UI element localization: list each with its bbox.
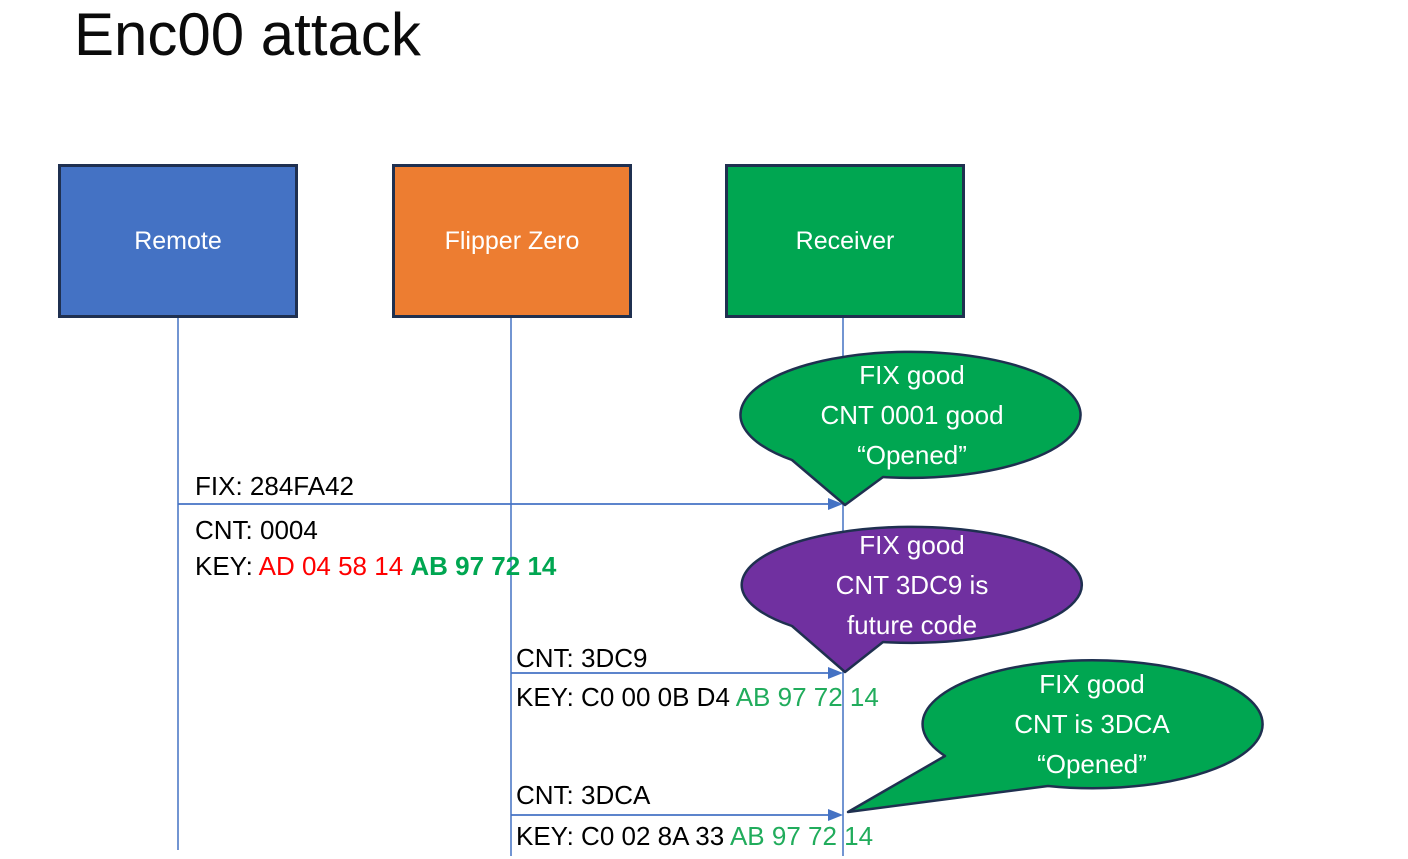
- callout1-line3: “Opened”: [857, 440, 967, 470]
- callout3-line3: “Opened”: [1037, 749, 1147, 779]
- message3-key-fixed-bytes: AB 97 72 14: [729, 821, 874, 851]
- actor-label-flipper-zero: Flipper Zero: [444, 226, 580, 255]
- callout3-line1: FIX good: [1039, 669, 1145, 699]
- message2-key-prefix: KEY: C0 00 0B D4: [516, 682, 736, 712]
- message3-key-label: KEY: C0 02 8A 33 AB 97 72 14: [516, 820, 873, 852]
- message1-key-prefix: KEY:: [195, 551, 259, 581]
- actor-label-remote: Remote: [134, 226, 222, 255]
- callout2-line2: CNT 3DC9 is: [835, 570, 989, 600]
- message1-key-fixed-bytes: AB 97 72 14: [410, 551, 557, 581]
- actor-box-flipper-zero: Flipper Zero: [392, 164, 632, 318]
- message1-cnt-label: CNT: 0004: [195, 515, 318, 545]
- callout1-line2: CNT 0001 good: [820, 400, 1004, 430]
- callout3-line2: CNT is 3DCA: [1014, 709, 1170, 739]
- message1-fix-label: FIX: 284FA42: [195, 471, 354, 501]
- callout3-text: FIX good CNT is 3DCA “Opened”: [922, 660, 1262, 788]
- arrowhead-1: [828, 498, 843, 510]
- message1-key-changed-bytes: AD 04 58 14: [258, 551, 411, 581]
- message2-key-fixed-bytes: AB 97 72 14: [735, 682, 879, 712]
- message1-key-label: KEY: AD 04 58 14 AB 97 72 14: [195, 550, 556, 582]
- slide-title: Enc00 attack: [74, 1, 421, 68]
- callout2-line3: future code: [846, 610, 978, 640]
- callout1-text: FIX good CNT 0001 good “Opened”: [742, 352, 1082, 478]
- callout-bubble-1: [739, 350, 1082, 507]
- callout2-text: FIX good CNT 3DC9 is future code: [742, 527, 1082, 643]
- arrowhead-2: [828, 667, 843, 679]
- message2-key-label: KEY: C0 00 0B D4 AB 97 72 14: [516, 681, 879, 713]
- actor-label-receiver: Receiver: [795, 226, 895, 255]
- callout-bubble-2: [740, 525, 1083, 674]
- message3-key-prefix: KEY: C0 02 8A 33: [516, 821, 730, 851]
- arrowhead-3: [828, 809, 843, 821]
- message3-cnt-label: CNT: 3DCA: [516, 780, 651, 810]
- actor-box-remote: Remote: [58, 164, 298, 318]
- actor-box-receiver: Receiver: [725, 164, 965, 318]
- message2-cnt-label: CNT: 3DC9: [516, 643, 648, 673]
- callout-bubble-3: [846, 658, 1264, 814]
- callout2-line1: FIX good: [859, 530, 965, 560]
- callout1-line1: FIX good: [859, 360, 965, 390]
